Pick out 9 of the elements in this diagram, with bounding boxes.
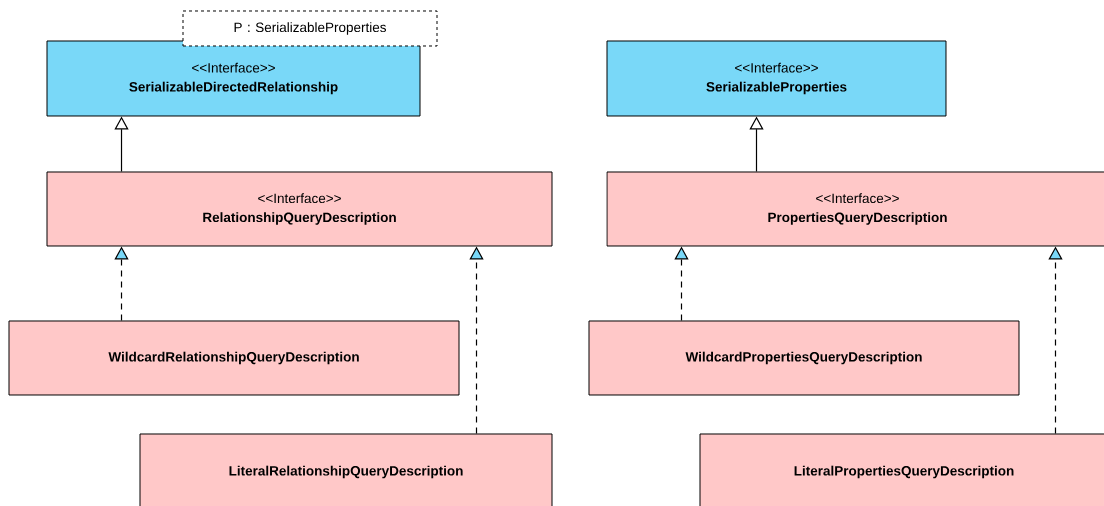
class-box: WildcardPropertiesQueryDescription bbox=[588, 320, 1020, 396]
interface-box: <<Interface>> PropertiesQueryDescription bbox=[606, 171, 1104, 247]
interface-box: <<Interface>> SerializableDirectedRelationship bbox=[46, 40, 421, 117]
interface-box: <<Interface>> SerializableProperties bbox=[606, 40, 947, 117]
template-parameter-box: P : SerializableProperties bbox=[182, 10, 438, 47]
interface-box: <<Interface>> RelationshipQueryDescription bbox=[46, 171, 553, 247]
class-box: LiteralRelationshipQueryDescription bbox=[139, 433, 553, 506]
class-box: WildcardRelationshipQueryDescription bbox=[8, 320, 460, 396]
class-box: LiteralPropertiesQueryDescription bbox=[699, 433, 1104, 506]
